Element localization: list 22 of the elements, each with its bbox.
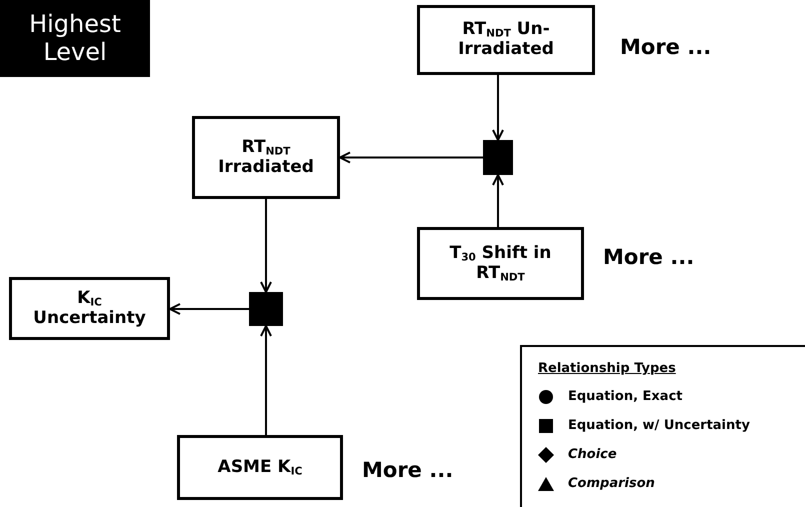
legend-text: Comparison xyxy=(568,476,655,491)
legend-title: Relationship Types xyxy=(538,361,676,376)
arrow xyxy=(169,303,249,315)
relationship-square xyxy=(249,292,283,326)
process-box: RT$_{NDT}$ Irradiated xyxy=(192,116,340,199)
level-banner: Highest Level xyxy=(0,0,150,77)
more-note: More ... xyxy=(362,458,454,482)
more-note: More ... xyxy=(603,245,694,269)
arrow xyxy=(492,174,504,227)
arrow xyxy=(260,325,272,435)
legend-text: Equation, Exact xyxy=(568,389,682,404)
legend-text: Choice xyxy=(568,447,617,462)
arrow xyxy=(339,152,483,164)
legend-text: Equation, w/ Uncertainty xyxy=(568,418,750,433)
process-box: T$_{30}$ Shift in RT$_{NDT}$ xyxy=(417,227,584,300)
arrow xyxy=(260,199,272,293)
process-box: ASME K$_{IC}$ xyxy=(177,435,343,500)
process-box: RT$_{NDT}$ Un-Irradiated xyxy=(417,5,595,75)
more-note: More ... xyxy=(620,35,712,59)
process-box: K$_{IC}$ Uncertainty xyxy=(9,277,170,340)
relationship-square xyxy=(483,140,513,175)
arrow xyxy=(492,75,504,141)
